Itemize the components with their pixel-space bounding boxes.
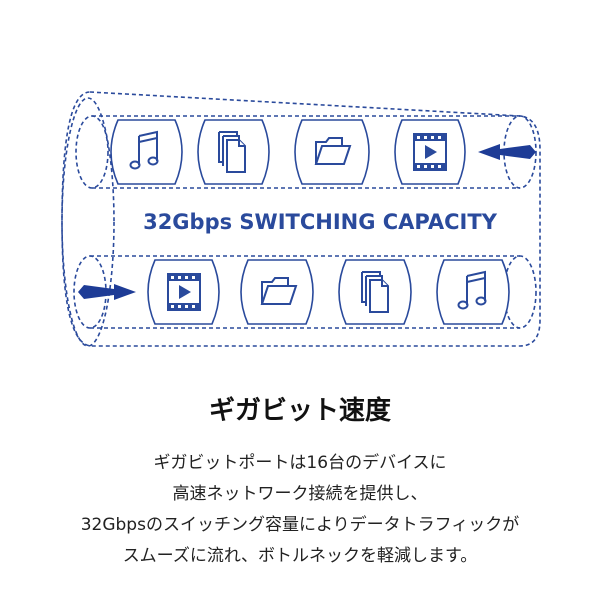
music-icon xyxy=(457,270,487,310)
video-icon xyxy=(167,273,201,311)
description-line: ギガビットポートは16台のデバイスに xyxy=(153,453,447,473)
arrow-left-icon xyxy=(478,144,536,160)
description-line: 高速ネットワーク接続を提供し、 xyxy=(172,484,428,504)
description: ギガビットポートは16台のデバイスに 高速ネットワーク接続を提供し、 32Gbp… xyxy=(0,448,600,572)
description-line: 32Gbpsのスイッチング容量によりデータトラフィックが xyxy=(80,515,520,535)
capacity-label: 32Gbps SWITCHING CAPACITY xyxy=(143,210,498,234)
arrow-right-icon xyxy=(78,284,136,300)
documents-icon xyxy=(218,131,246,173)
description-line: スムーズに流れ、ボトルネックを軽減します。 xyxy=(122,546,478,566)
folder-icon xyxy=(314,137,352,165)
outer-envelope xyxy=(61,91,541,347)
folder-icon xyxy=(260,277,298,305)
section-heading: ギガビット速度 xyxy=(208,396,391,426)
documents-icon xyxy=(361,271,389,313)
video-icon xyxy=(413,133,447,171)
switching-capacity-diagram: 32Gbps SWITCHING CAPACITY xyxy=(61,91,541,347)
bottom-pipe-segments xyxy=(147,259,510,325)
top-pipe-segments xyxy=(110,119,466,185)
music-icon xyxy=(129,130,159,170)
